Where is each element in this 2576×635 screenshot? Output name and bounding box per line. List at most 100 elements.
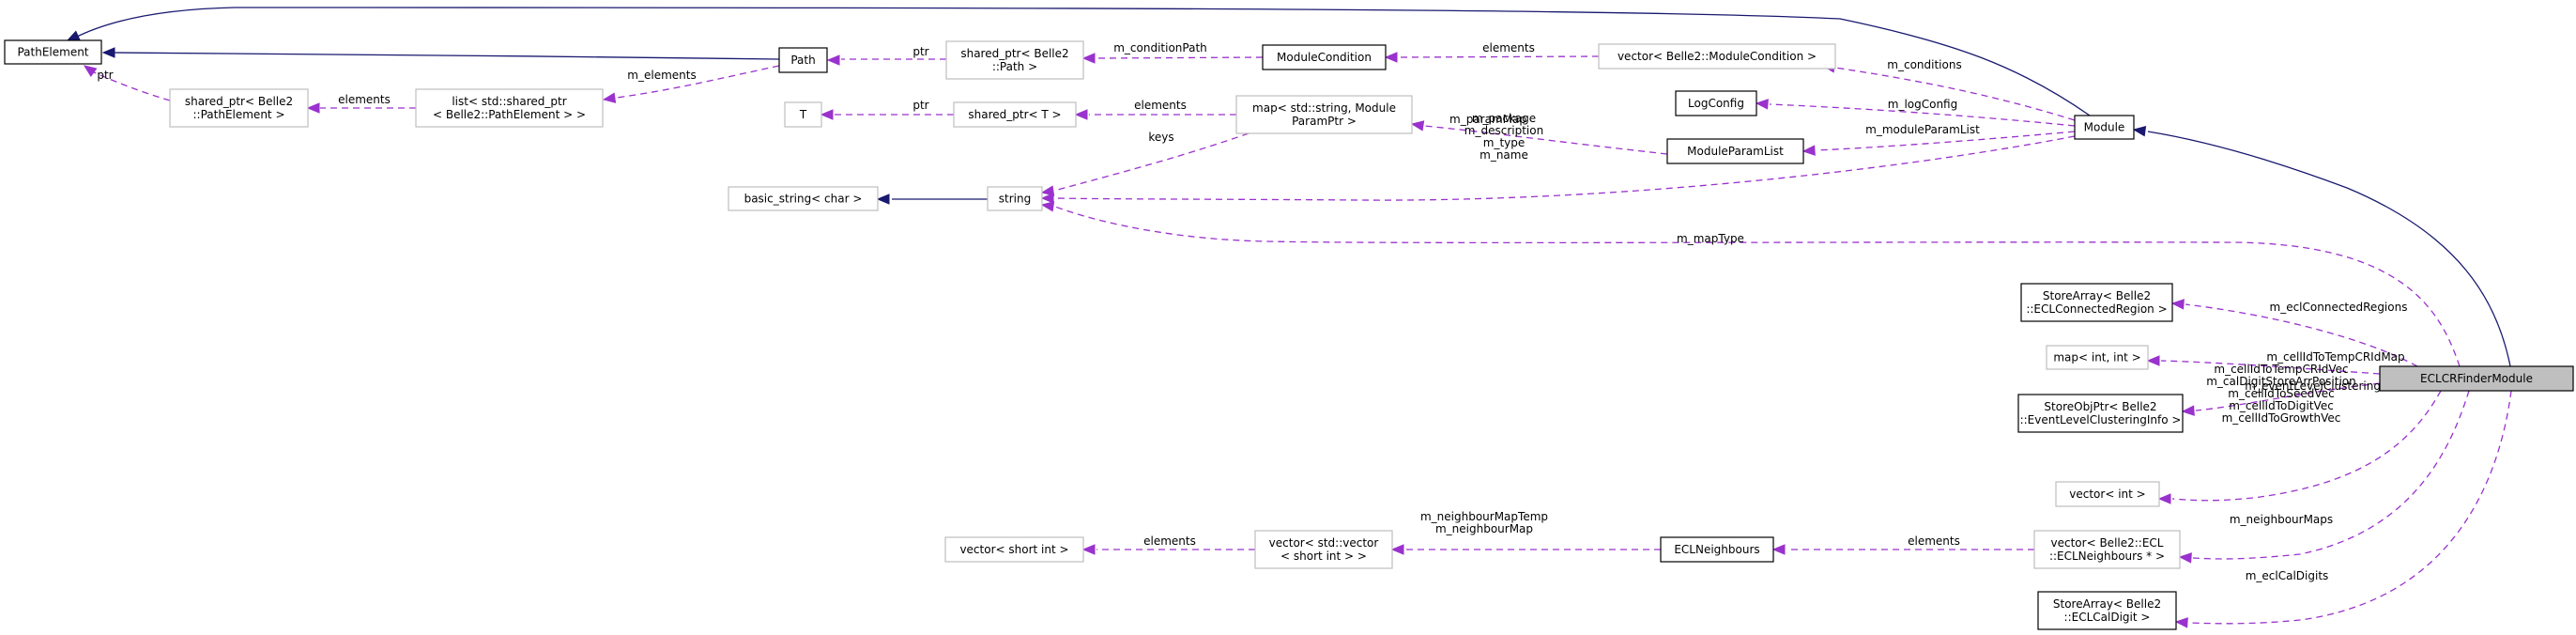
node-box[interactable] [1660, 536, 1774, 563]
node-label: StoreObjPtr< Belle2 [2044, 400, 2156, 413]
edge-path-to-path-element [101, 47, 780, 60]
node-store-array-cal-digit[interactable]: StoreArray< Belle2::ECLCalDigit > [2037, 591, 2177, 630]
edge-label: m_neighbourMap [1435, 522, 1533, 535]
edge-map-param-ptr-to-shared-ptr-t: elements [1074, 99, 1236, 120]
node-label: ::ECLConnectedRegion > [2026, 302, 2167, 316]
edge-label: elements [1134, 99, 1187, 112]
node-box[interactable] [2074, 115, 2135, 140]
edge-shared-ptr-t-to-t: ptr [820, 99, 954, 120]
node-ecl-neighbours[interactable]: ECLNeighbours [1660, 536, 1774, 563]
edge-label: m_description [1464, 124, 1543, 137]
usage-arrow-icon [1384, 52, 1398, 63]
usage-arrow-icon [2181, 405, 2195, 416]
edge-label: m_eventLevelClusteringInfo [2245, 379, 2401, 393]
edge-vector-vector-short-int-to-vector-short-int: elements [1081, 534, 1255, 555]
node-label: ECLNeighbours [1674, 543, 1759, 556]
node-box[interactable] [784, 101, 822, 128]
usage-arrow-icon [306, 102, 320, 114]
node-module-param-list[interactable]: ModuleParamList [1666, 138, 1804, 164]
edge-label: m_moduleParamList [1865, 123, 1980, 136]
node-list-shared-ptr[interactable]: list< std::shared_ptr< Belle2::PathEleme… [415, 88, 604, 128]
node-box[interactable] [945, 40, 1084, 80]
node-label: ::EventLevelClusteringInfo > [2020, 413, 2182, 426]
node-box[interactable] [1254, 530, 1393, 569]
edge-label: m_calDigitStoreArrPosition [2206, 375, 2356, 388]
edge-label: m_neighbourMapTemp [1420, 510, 1548, 523]
usage-line [2188, 390, 2512, 625]
node-vector-vector-short-int[interactable]: vector< std::vector< short int > > [1254, 530, 1393, 569]
node-label: ModuleCondition [1277, 51, 1372, 64]
inheritance-arrow-icon [2132, 125, 2147, 137]
node-shared-ptr-t[interactable]: shared_ptr< T > [953, 101, 1077, 128]
node-string[interactable]: string [987, 186, 1043, 211]
usage-line [1054, 135, 2076, 201]
node-vector-int[interactable]: vector< int > [2055, 481, 2160, 507]
node-store-array-connected-region[interactable]: StoreArray< Belle2::ECLConnectedRegion > [2020, 283, 2173, 322]
node-box[interactable] [1675, 90, 1757, 116]
node-label: shared_ptr< Belle2 [185, 95, 293, 108]
node-eclcr-finder-module[interactable]: ECLCRFinderModule [2379, 365, 2574, 392]
node-box[interactable] [778, 47, 828, 73]
node-box[interactable] [2379, 365, 2574, 392]
node-box[interactable] [2033, 530, 2181, 569]
node-box[interactable] [2017, 394, 2184, 433]
node-box[interactable] [1235, 95, 1413, 134]
edge-label: m_package [1472, 112, 1536, 125]
node-path[interactable]: Path [778, 47, 828, 73]
node-path-element[interactable]: PathElement [4, 39, 102, 65]
edge-label: m_logConfig [1888, 98, 1957, 111]
node-vector-ecl-neighbours[interactable]: vector< Belle2::ECL::ECLNeighbours * > [2033, 530, 2181, 569]
usage-line [1054, 206, 2461, 367]
edge-string-to-basic-string [876, 194, 988, 205]
edge-label: m_name [1480, 148, 1528, 162]
node-label: ::Path > [992, 60, 1037, 73]
node-box[interactable] [953, 101, 1077, 128]
edge-vector-ecl-neighbours-to-ecl-neighbours: elements [1771, 534, 2034, 555]
usage-arrow-icon [1390, 544, 1404, 555]
node-box[interactable] [169, 88, 309, 128]
node-label: ParamPtr > [1292, 115, 1357, 128]
node-shared-ptr-path[interactable]: shared_ptr< Belle2::Path > [945, 40, 1084, 80]
node-box[interactable] [2055, 481, 2160, 507]
node-store-obj-ptr-elci[interactable]: StoreObjPtr< Belle2::EventLevelClusterin… [2017, 394, 2184, 433]
node-label: PathElement [17, 46, 88, 59]
node-box[interactable] [2020, 283, 2173, 322]
node-t[interactable]: T [784, 101, 822, 128]
node-log-config[interactable]: LogConfig [1675, 90, 1757, 116]
usage-arrow-icon [2178, 552, 2192, 564]
node-label: vector< Belle2::ECL [2051, 536, 2164, 550]
node-box[interactable] [944, 536, 1084, 563]
node-box[interactable] [987, 186, 1043, 211]
node-box[interactable] [1666, 138, 1804, 164]
node-label: Path [790, 54, 815, 67]
usage-line [616, 65, 780, 99]
node-box[interactable] [4, 39, 102, 65]
inheritance-arrow-icon [101, 47, 115, 58]
usage-arrow-icon [1771, 544, 1786, 555]
node-module-condition[interactable]: ModuleCondition [1262, 44, 1387, 70]
node-box[interactable] [415, 88, 604, 128]
node-box[interactable] [1262, 44, 1387, 70]
node-map-int-int[interactable]: map< int, int > [2046, 345, 2149, 370]
node-label: ModuleParamList [1687, 145, 1784, 158]
usage-arrow-icon [602, 92, 617, 103]
node-vector-module-condition[interactable]: vector< Belle2::ModuleCondition > [1598, 43, 1836, 70]
node-box[interactable] [2046, 345, 2149, 370]
edge-eclcr-finder-module-to-string: m_mapType [1040, 201, 2461, 367]
node-basic-string[interactable]: basic_string< char > [728, 186, 879, 211]
node-box[interactable] [728, 186, 879, 211]
node-module[interactable]: Module [2074, 115, 2135, 140]
usage-line [1096, 56, 1264, 59]
node-box[interactable] [1598, 43, 1836, 70]
node-box[interactable] [2037, 591, 2177, 630]
node-vector-short-int[interactable]: vector< short int > [944, 536, 1084, 563]
edge-label: m_mapType [1677, 232, 1744, 245]
edge-label: ptr [912, 99, 928, 112]
inheritance-line [2147, 131, 2511, 367]
node-shared-ptr-path-element[interactable]: shared_ptr< Belle2::PathElement > [169, 88, 309, 128]
